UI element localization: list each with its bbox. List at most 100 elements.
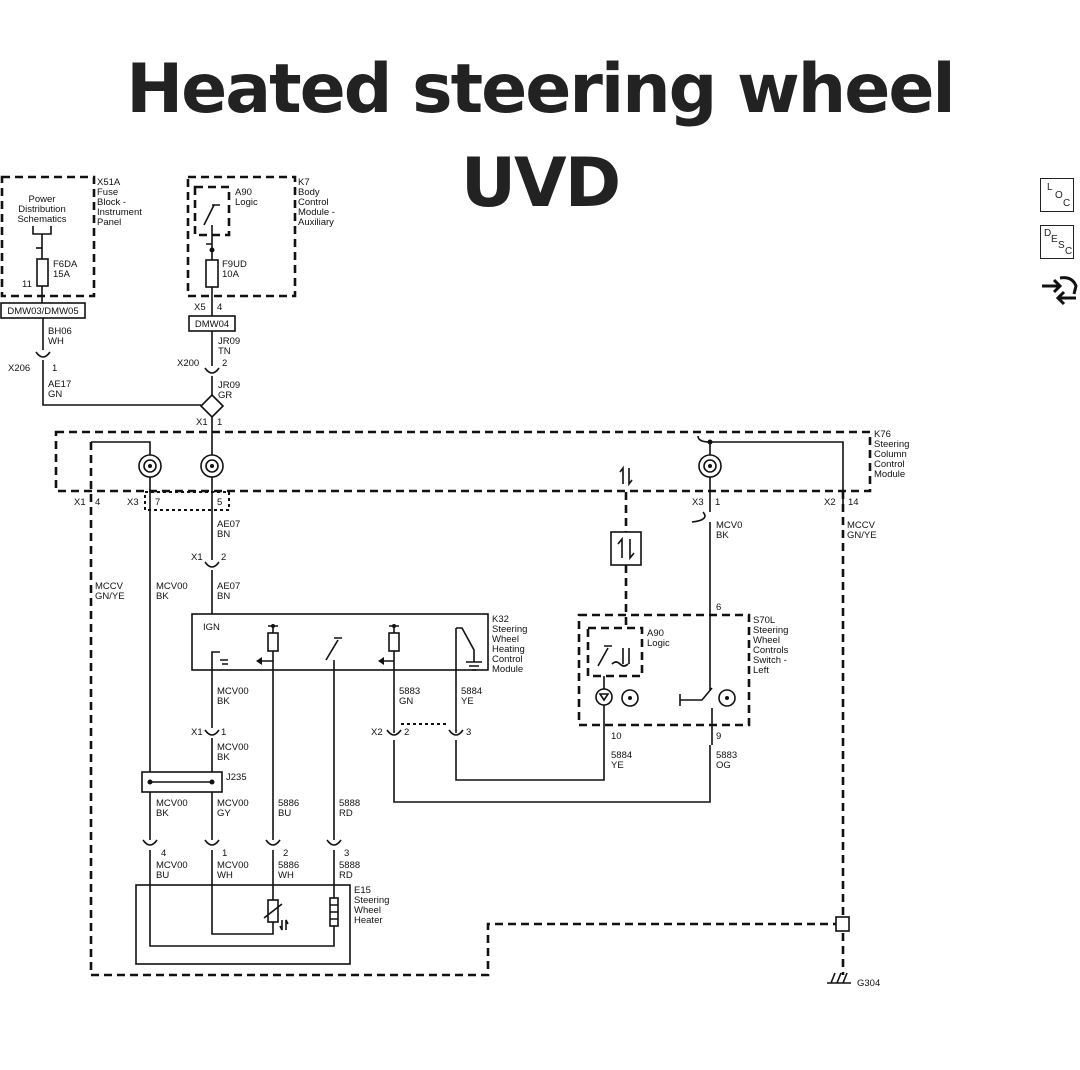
svg-text:BK: BK [217,752,230,763]
svg-text:YE: YE [461,696,474,707]
middle-wiring: AE07 BN X1 2 AE07 BN MCCV GN/YE MCV00 BK… [89,442,877,977]
svg-text:X1: X1 [196,417,208,428]
svg-text:5884: 5884 [611,750,632,761]
module-k76: K76 Steering Column Control Module X1 4 … [54,429,909,511]
svg-text:IGN: IGN [203,622,220,633]
svg-text:BN: BN [217,529,230,540]
svg-text:E15: E15 [354,885,371,896]
svg-text:MCV00: MCV00 [156,798,188,809]
svg-text:MCV00: MCV00 [217,860,249,871]
svg-text:BK: BK [156,808,169,819]
svg-text:10: 10 [611,731,622,742]
desc-icon[interactable]: D E S C [1040,225,1074,259]
svg-text:Control: Control [298,197,329,208]
svg-text:X1: X1 [191,552,203,563]
svg-text:1: 1 [221,727,226,738]
svg-text:Fuse: Fuse [97,187,118,198]
svg-text:WH: WH [48,336,64,347]
svg-text:JR09: JR09 [218,380,240,391]
svg-text:MCV00: MCV00 [217,686,249,697]
svg-text:Distribution: Distribution [18,204,66,215]
svg-text:Logic: Logic [647,638,670,649]
svg-text:1: 1 [52,363,57,374]
svg-text:K7: K7 [298,177,310,188]
ground-g304: G304 [827,916,880,989]
fuse-block-x51a: X51A Fuse Block - Instrument Panel Power… [0,175,142,319]
svg-text:Block -: Block - [97,197,126,208]
svg-text:5888: 5888 [339,860,360,871]
svg-text:3: 3 [344,848,349,859]
svg-text:2: 2 [222,358,227,369]
svg-text:MCV00: MCV00 [217,798,249,809]
svg-text:X2: X2 [371,727,383,738]
svg-text:X5: X5 [194,302,206,313]
svg-text:5883: 5883 [399,686,420,697]
svg-text:K76: K76 [874,429,891,440]
svg-text:F6DA: F6DA [53,259,78,270]
svg-text:Auxiliary: Auxiliary [298,217,334,228]
svg-text:S70L: S70L [753,615,775,626]
svg-text:5: 5 [217,497,222,508]
svg-text:Module: Module [492,664,523,675]
svg-text:5886: 5886 [278,860,299,871]
svg-text:7: 7 [155,497,160,508]
svg-text:X206: X206 [8,363,30,374]
svg-text:MCCV: MCCV [847,520,876,531]
svg-text:AE07: AE07 [217,519,240,530]
svg-text:OG: OG [716,760,731,771]
loc-icon[interactable]: L O C [1040,178,1074,212]
svg-text:MCV00: MCV00 [156,581,188,592]
svg-text:Control: Control [492,654,523,665]
svg-text:5886: 5886 [278,798,299,809]
svg-text:AE07: AE07 [217,581,240,592]
svg-text:BN: BN [217,591,230,602]
svg-text:Steering: Steering [492,624,527,635]
svg-text:DMW04: DMW04 [195,319,229,330]
svg-text:6: 6 [716,602,721,613]
svg-text:X3: X3 [127,497,139,508]
svg-text:MCV00: MCV00 [217,742,249,753]
svg-text:15A: 15A [53,269,71,280]
svg-text:DMW03/DMW05: DMW03/DMW05 [7,306,78,317]
svg-text:JR09: JR09 [218,336,240,347]
svg-text:11: 11 [22,279,32,290]
svg-text:X51A: X51A [97,177,121,188]
svg-text:4: 4 [217,302,222,313]
svg-text:X1: X1 [74,497,86,508]
svg-text:Power: Power [29,194,56,205]
svg-text:K32: K32 [492,614,509,625]
svg-text:Schematics: Schematics [17,214,66,225]
module-k7: K7 Body Control Module - Auxiliary A90 L… [186,175,335,332]
svg-text:RD: RD [339,808,353,819]
svg-text:X2: X2 [824,497,836,508]
svg-text:Module: Module [874,469,905,480]
module-k32: IGN K32 Steering Wheel Heating Control M… [191,613,527,840]
svg-text:Heating: Heating [492,644,525,655]
svg-text:2: 2 [283,848,288,859]
svg-text:9: 9 [716,731,721,742]
svg-text:3: 3 [466,727,471,738]
svg-text:Left: Left [753,665,769,676]
connector-view-icon[interactable] [1038,272,1080,314]
svg-text:BU: BU [156,870,169,881]
svg-text:4: 4 [95,497,100,508]
svg-text:14: 14 [848,497,859,508]
svg-text:MCCV: MCCV [95,581,124,592]
diagram-title-line1: Heated steering wheel [126,50,956,129]
svg-text:2: 2 [404,727,409,738]
svg-text:Control: Control [874,459,905,470]
svg-text:GY: GY [217,808,231,819]
svg-text:Column: Column [874,449,907,460]
svg-text:BK: BK [156,591,169,602]
svg-text:5888: 5888 [339,798,360,809]
svg-text:X3: X3 [692,497,704,508]
svg-text:Wheel: Wheel [492,634,519,645]
switch-s70l: S70L Steering Wheel Controls Switch - Le… [577,613,789,745]
upper-wiring: BH06 WH X206 1 AE17 GN JR09 TN X200 2 JR… [8,318,240,445]
svg-text:Heater: Heater [354,915,383,926]
svg-text:AE17: AE17 [48,379,71,390]
svg-text:1: 1 [715,497,720,508]
svg-text:WH: WH [278,870,294,881]
svg-text:GN/YE: GN/YE [95,591,125,602]
